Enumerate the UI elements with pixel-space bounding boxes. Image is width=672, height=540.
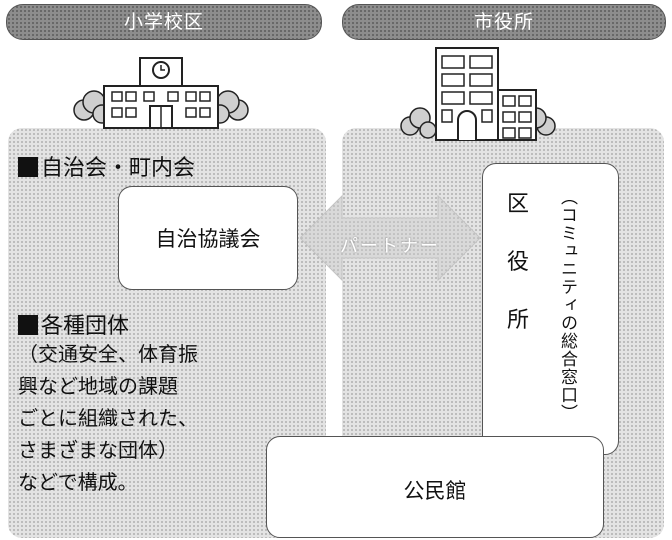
description-line: 興など地域の課題 <box>18 374 178 398</box>
council-box: 自治協議会 <box>118 186 298 290</box>
double-arrow-icon <box>300 194 480 282</box>
kominkan-box: 公民館 <box>266 436 604 538</box>
ward-char: 所 <box>507 308 530 333</box>
description-line: などで構成。 <box>18 470 138 494</box>
square-bullet-icon <box>18 157 38 177</box>
kominkan-label: 公民館 <box>403 479 467 503</box>
group2-description: （交通安全、体育振 興など地域の課題 ごとに組織された、 さまざまな団体） など… <box>18 338 198 498</box>
council-label: 自治協議会 <box>155 227 261 251</box>
ward-office-box: 区 役 所 （コミュニティの総合窓口） <box>482 163 619 455</box>
city-hall-building-icon <box>400 47 556 141</box>
ward-char: 区 <box>507 192 530 217</box>
description-line: （交通安全、体育振 <box>18 342 198 366</box>
school-building-icon <box>73 57 249 129</box>
ward-office-note: （コミュニティの総合窓口） <box>557 188 577 422</box>
square-bullet-icon <box>18 315 38 335</box>
group1-heading-text: 自治会・町内会 <box>41 156 196 181</box>
city-hall-header: 市役所 <box>342 4 666 40</box>
group1-heading: 自治会・町内会 <box>18 150 195 182</box>
ward-char: 役 <box>507 250 530 275</box>
partner-label: パートナー <box>340 236 440 257</box>
group2-heading: 各種団体 <box>18 308 129 340</box>
group2-heading-text: 各種団体 <box>41 314 130 339</box>
description-line: ごとに組織された、 <box>18 406 198 430</box>
school-district-header: 小学校区 <box>6 4 322 40</box>
description-line: さまざまな団体） <box>18 438 178 462</box>
